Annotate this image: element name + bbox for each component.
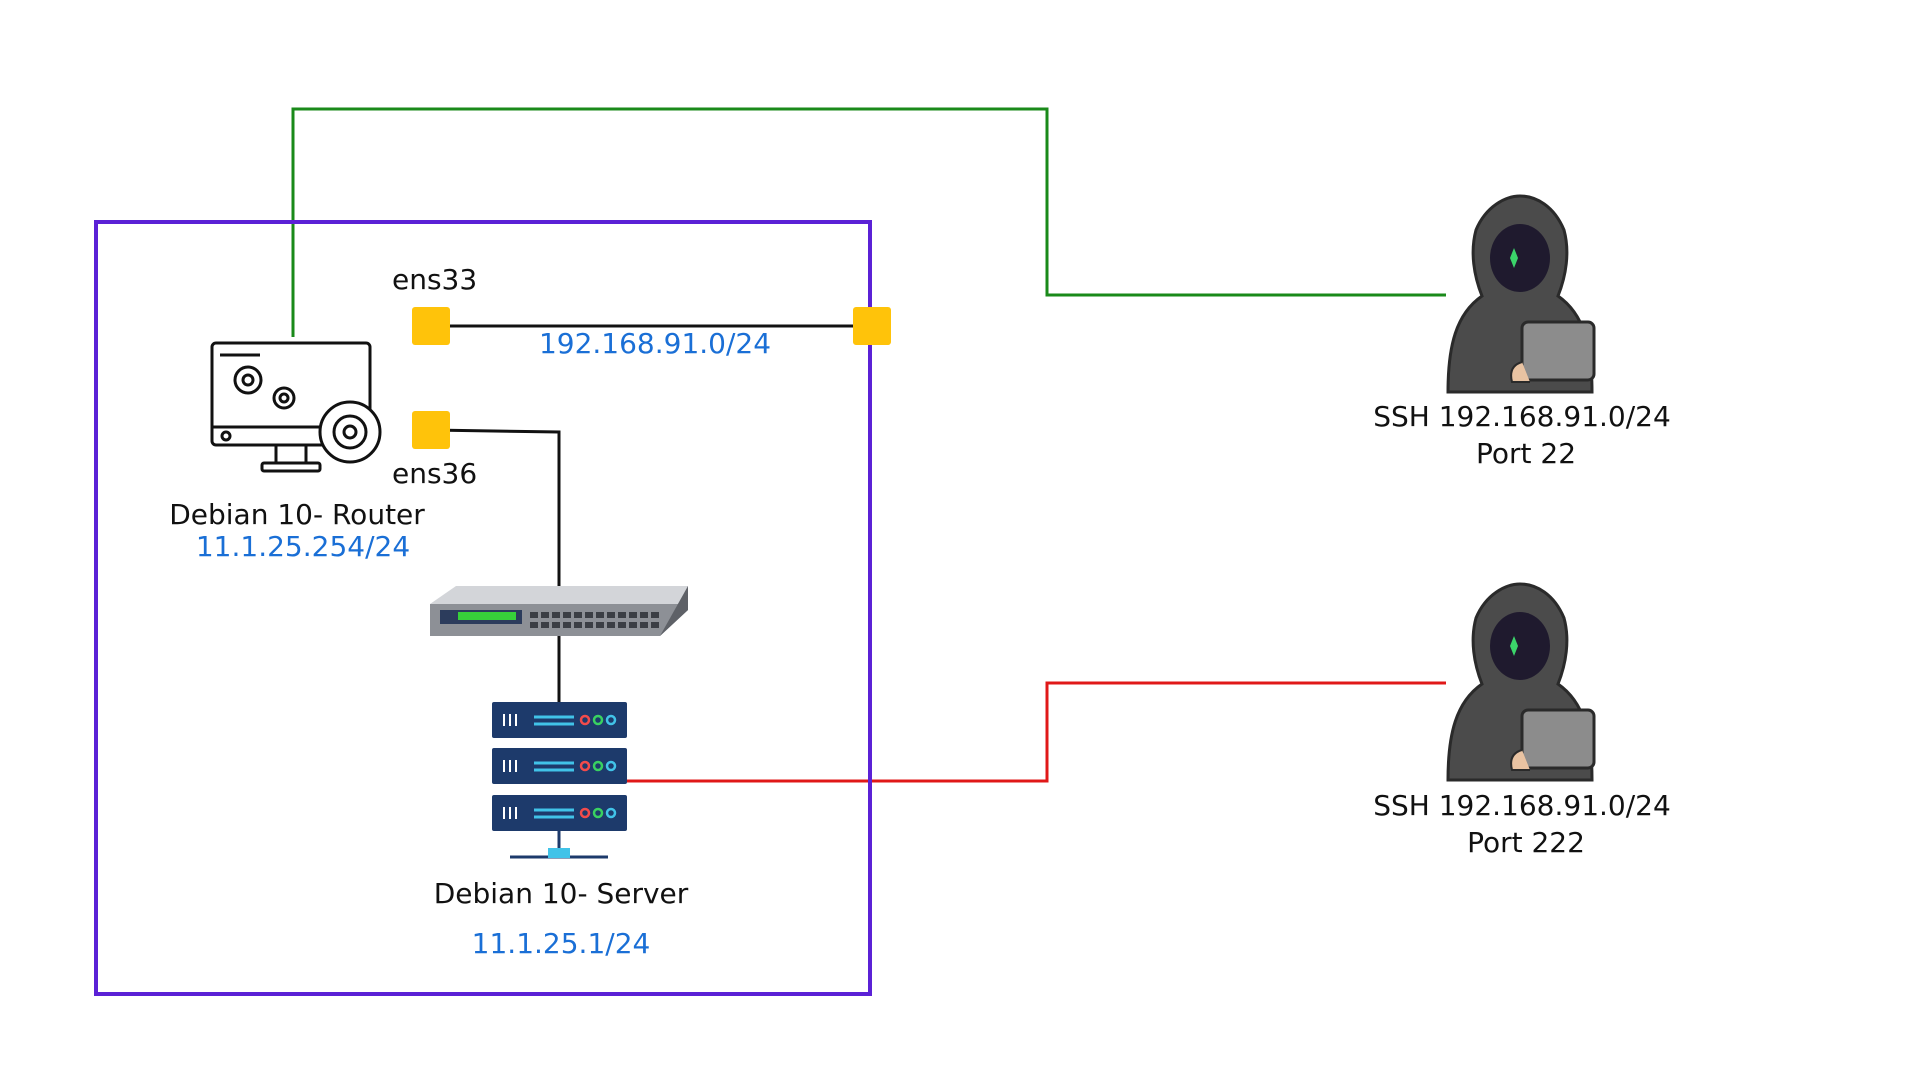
client-1-ssh-label: SSH 192.168.91.0/24 xyxy=(1373,400,1671,433)
client-2-ssh-label: SSH 192.168.91.0/24 xyxy=(1373,789,1671,822)
ens36-port xyxy=(412,411,450,449)
switch-port xyxy=(552,612,560,618)
switch-port xyxy=(541,622,549,628)
switch-port xyxy=(618,622,626,628)
switch-port xyxy=(596,612,604,618)
computer-gears-icon xyxy=(210,341,382,473)
switch-port xyxy=(629,622,637,628)
switch-port xyxy=(607,612,615,618)
switch-port xyxy=(530,622,538,628)
ssh-222-link xyxy=(624,681,1446,783)
switch-port xyxy=(585,622,593,628)
external-network-label: 192.168.91.0/24 xyxy=(538,327,772,360)
switch-port xyxy=(651,622,659,628)
hacker-laptop-icon xyxy=(1446,194,1596,394)
server-name: Debian 10- Server xyxy=(433,877,689,910)
switch-port xyxy=(618,612,626,618)
ens33-port xyxy=(412,307,450,345)
switch-port xyxy=(640,622,648,628)
lan-boundary xyxy=(94,220,872,996)
client-1-port-label: Port 22 xyxy=(1475,437,1577,470)
switch-port xyxy=(574,622,582,628)
switch-port xyxy=(651,612,659,618)
switch-port xyxy=(596,622,604,628)
external-port xyxy=(853,307,891,345)
ens36-link xyxy=(430,428,561,588)
client-2-port-label: Port 222 xyxy=(1467,826,1585,859)
switch-port xyxy=(541,612,549,618)
router-name: Debian 10- Router xyxy=(169,498,425,531)
switch-port xyxy=(563,622,571,628)
switch-port xyxy=(629,612,637,618)
switch-port xyxy=(530,612,538,618)
server-ip: 11.1.25.1/24 xyxy=(471,927,651,960)
switch-port xyxy=(574,612,582,618)
switch-port xyxy=(640,612,648,618)
server-rack-icon xyxy=(492,702,627,859)
hacker-laptop-icon xyxy=(1446,582,1596,782)
router-ip: 11.1.25.254/24 xyxy=(195,530,411,563)
ssh-22-link xyxy=(291,107,1446,337)
switch-port xyxy=(607,622,615,628)
switch-port xyxy=(552,622,560,628)
ens36-label: ens36 xyxy=(392,457,478,490)
network-switch-icon xyxy=(430,586,688,636)
switch-port xyxy=(563,612,571,618)
switch-port xyxy=(585,612,593,618)
ens33-label: ens33 xyxy=(392,263,478,296)
